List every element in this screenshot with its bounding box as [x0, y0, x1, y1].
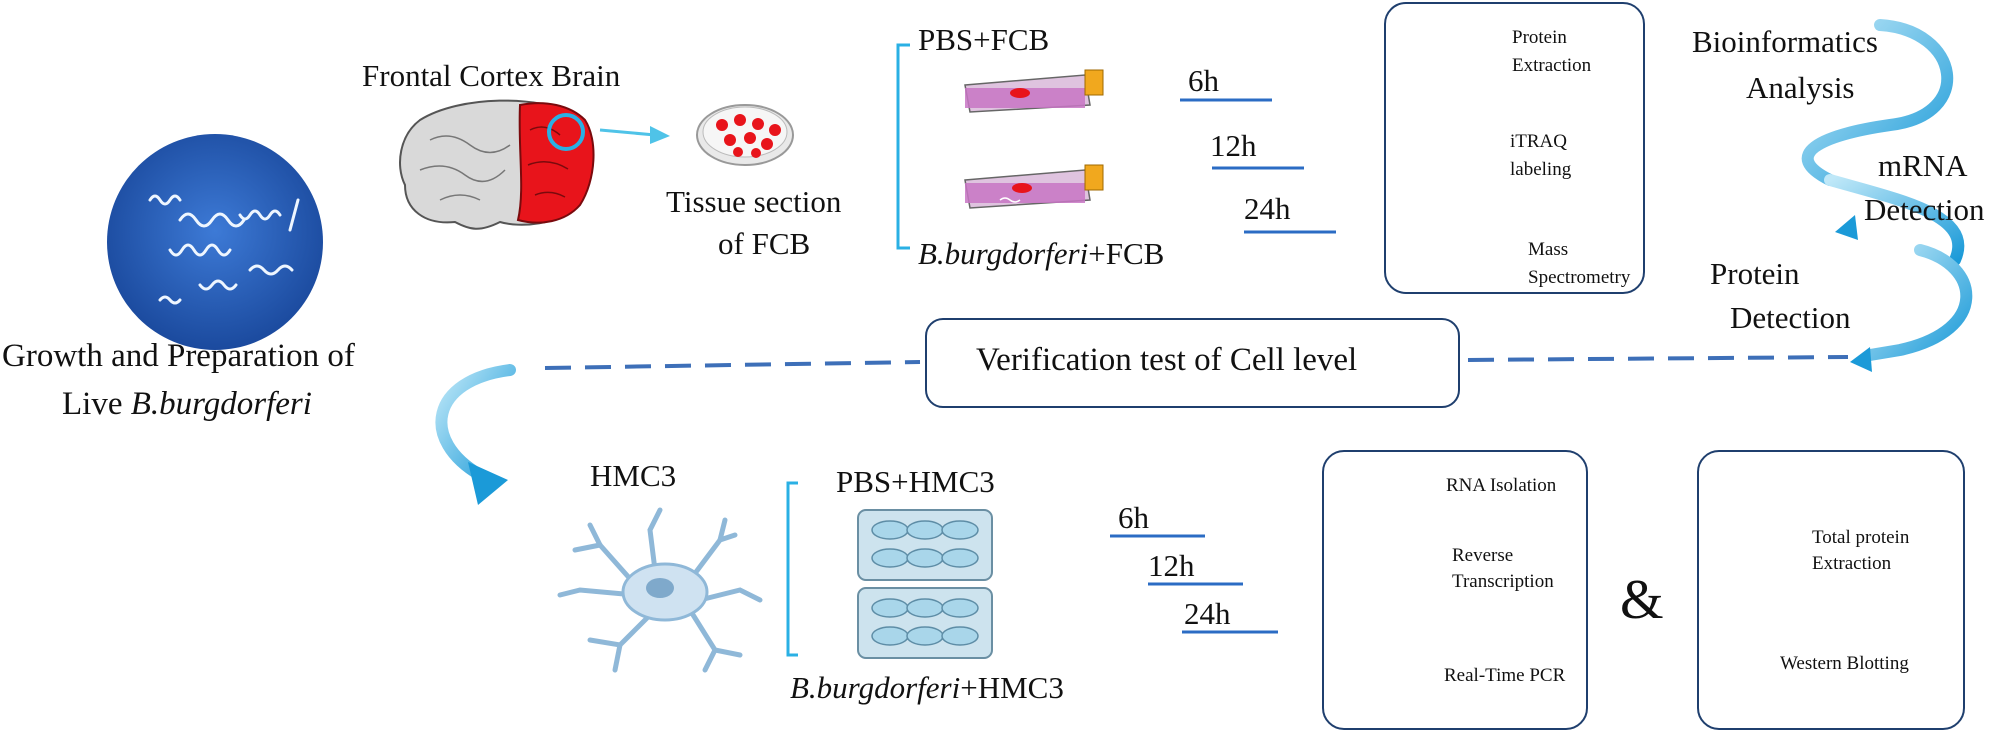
- brain-to-dish-arrow: [599, 126, 670, 144]
- pbs-hmc3-label: PBS+HMC3: [836, 464, 995, 499]
- spiral-label1-line2: Analysis: [1746, 70, 1855, 105]
- pcr-step1: RNA Isolation: [1446, 475, 1557, 496]
- hmc3-label: HMC3: [590, 458, 677, 493]
- left-title-line2: Live B.burgdorferi: [62, 388, 312, 421]
- flask-icon-pbs: [964, 69, 1104, 113]
- bb-hmc3-italic: B.burgdorferi: [790, 670, 961, 705]
- itraq-step1-line1: Protein: [1512, 27, 1567, 48]
- hmc3-time-24h: 24h: [1184, 596, 1231, 631]
- itraq-step1-line2: Extraction: [1512, 55, 1592, 76]
- pcr-step2-line1: Reverse: [1452, 545, 1514, 566]
- left-title-italic: B.burgdorferi: [130, 386, 312, 422]
- left-title-line1: Growth and Preparation of: [2, 338, 355, 374]
- western-blot-box: [1697, 450, 1965, 730]
- bb-hmc3-suffix: +HMC3: [960, 670, 1064, 705]
- hmc3-bracket: [786, 481, 798, 657]
- hmc3-time-6h: 6h: [1118, 500, 1149, 535]
- wb-step2: Western Blotting: [1780, 653, 1909, 674]
- fcb-time-24h: 24h: [1244, 191, 1291, 226]
- spiral-label3-line2: Detection: [1730, 300, 1851, 335]
- ampersand: &: [1620, 569, 1664, 631]
- bb-fcb-italic: B.burgdorferi: [918, 236, 1089, 271]
- hmc3-time-12h: 12h: [1148, 548, 1195, 583]
- flask-icon-bb: [964, 164, 1104, 209]
- fcb-time-12h: 12h: [1210, 128, 1257, 163]
- itraq-workflow-box: [1384, 2, 1645, 294]
- wb-step1-line2: Extraction: [1812, 553, 1892, 574]
- hmc3-time-lines: [1110, 534, 1278, 634]
- left-title-prefix: Live: [62, 386, 131, 422]
- spiral-label2-line1: mRNA: [1878, 148, 1968, 183]
- wb-step1-line1: Total protein: [1812, 527, 1910, 548]
- tissue-section-line2: of FCB: [718, 226, 811, 261]
- pcr-step2-line2: Transcription: [1452, 571, 1554, 592]
- bb-fcb-suffix: +FCB: [1088, 236, 1165, 271]
- dashed-connectors: [544, 355, 1849, 370]
- brain-illustration: [399, 99, 595, 230]
- fcb-bracket: [896, 43, 910, 250]
- pcr-step3: Real-Time PCR: [1444, 665, 1566, 686]
- fcb-time-lines: [1180, 98, 1336, 234]
- microglia-cell-icon: [557, 507, 763, 673]
- well-plate-icon-pbs: [857, 509, 993, 581]
- itraq-step2-line2: labeling: [1510, 159, 1572, 180]
- well-plate-icon-bb: [857, 587, 993, 659]
- itraq-step3-line2: Spectrometry: [1528, 267, 1631, 288]
- verification-box: [925, 318, 1460, 408]
- spiral-workflow-arrow: [1801, 19, 1973, 361]
- brain-label: Frontal Cortex Brain: [362, 58, 621, 93]
- pbs-fcb-label: PBS+FCB: [918, 22, 1050, 57]
- bb-hmc3-label: B.burgdorferi+HMC3: [790, 672, 1064, 703]
- bb-fcb-label: B.burgdorferi+FCB: [918, 238, 1164, 269]
- petri-dish-icon: [696, 104, 794, 166]
- spiral-label2-line2: Detection: [1864, 192, 1985, 227]
- bacteria-microscopy-image: [107, 134, 323, 350]
- tissue-section-line1: Tissue section: [666, 184, 842, 219]
- itraq-step3-line1: Mass: [1528, 239, 1569, 260]
- verification-label: Verification test of Cell level: [976, 342, 1358, 378]
- spiral-label1-line1: Bioinformatics: [1692, 24, 1878, 59]
- itraq-step2-line1: iTRAQ: [1510, 131, 1567, 152]
- spiral-label3-line1: Protein: [1710, 256, 1800, 291]
- fcb-time-6h: 6h: [1188, 63, 1219, 98]
- curved-down-arrow: [435, 364, 516, 505]
- pcr-workflow-box: [1322, 450, 1588, 730]
